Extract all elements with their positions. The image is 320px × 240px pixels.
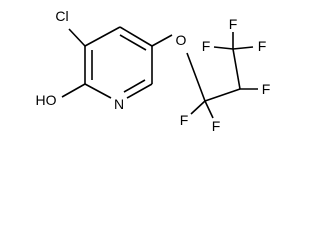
atom-label-fluorine: F [180, 112, 189, 128]
ring-bond-c4-c5-double [119, 34, 147, 51]
ring-bond-c6-n [126, 83, 153, 99]
molecule-structure: Cl HO N O F F F F F F [36, 8, 271, 134]
bond-cf3-f5 [213, 46, 234, 50]
pyridine-ring [84, 26, 153, 99]
atom-label-ring-nitrogen: N [114, 96, 124, 112]
bond-cf3-f6 [232, 46, 254, 50]
bond-c2-oh [61, 83, 86, 98]
atom-label-fluorine: F [229, 16, 238, 32]
atom-label-fluorine: F [202, 38, 211, 54]
bond-c5-o [151, 34, 173, 47]
bond-c3-cl [68, 28, 86, 47]
bond-cf2-chf [204, 88, 241, 102]
bond-chf-cf3 [232, 48, 241, 90]
atom-label-ether-oxygen: O [176, 32, 187, 48]
atom-label-chlorine: Cl [55, 8, 68, 24]
atom-label-hydroxyl: HO [36, 92, 57, 108]
bond-cf2-f1 [190, 100, 206, 115]
bond-cf2-f2 [204, 100, 214, 119]
atom-label-fluorine: F [262, 81, 271, 97]
atom-label-fluorine: F [258, 38, 267, 54]
ring-bond-c4-c5 [119, 26, 153, 47]
ring-bond-c3-c4 [84, 26, 121, 47]
ring-bond-n-c2 [84, 83, 112, 99]
bond-o-cf2 [186, 52, 206, 102]
ring-bond-c6-n-double [123, 79, 146, 93]
atom-label-fluorine: F [212, 118, 221, 134]
